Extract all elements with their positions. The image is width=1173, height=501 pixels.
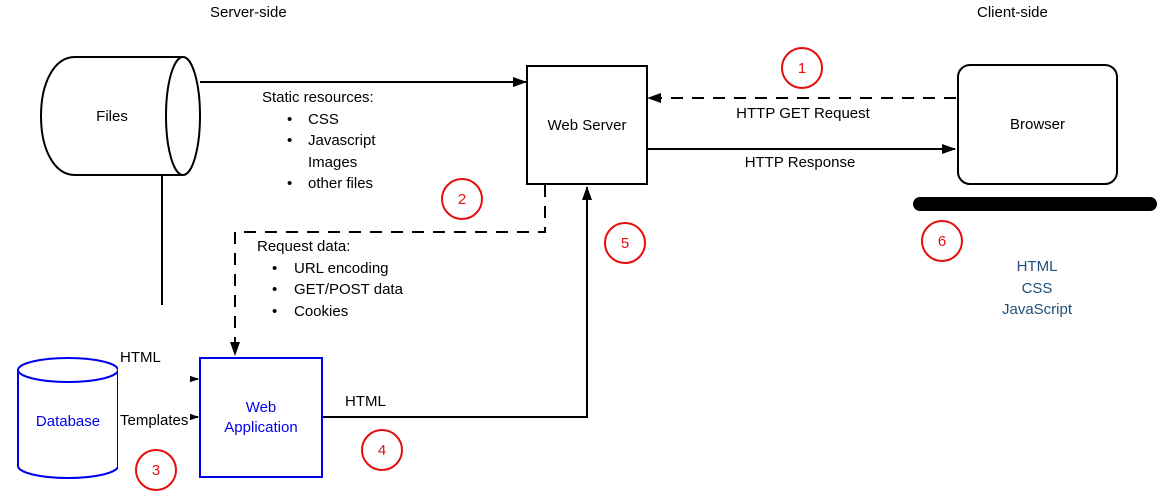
bullet-icon: •: [287, 132, 293, 149]
list-item: Images: [262, 152, 376, 174]
browser-box: [957, 64, 1118, 185]
request-data-note: Request data: • URL encoding • GET/POST da…: [257, 236, 403, 322]
list-item: • CSS: [262, 109, 376, 131]
list-item-text: other files: [308, 175, 374, 192]
edge-webserver-to-webapp-requestdata: [230, 185, 546, 356]
list-item: • other files: [262, 173, 376, 195]
static-resources-note: Static resources: • CSS • Javascript Image…: [262, 87, 376, 195]
web-application-label: Web Application: [200, 358, 322, 477]
web-server-box: [526, 65, 648, 185]
http-response-label: HTTP Response: [744, 154, 856, 171]
list-item: • Javascript: [262, 130, 376, 152]
list-item-text: URL encoding: [294, 259, 389, 277]
client-output-line2: CSS: [1021, 279, 1053, 297]
bullet-icon: •: [287, 175, 293, 192]
request-data-title: Request data:: [257, 238, 351, 255]
step-badge-1: 1: [781, 47, 823, 89]
bullet-icon: •: [272, 259, 278, 277]
web-application-label-text: Web Application: [224, 398, 298, 436]
web-server-label: Web Server: [547, 116, 627, 134]
list-item: • URL encoding: [257, 258, 403, 280]
list-item-text: Cookies: [294, 302, 349, 320]
step-badge-5: 5: [604, 222, 646, 264]
browser-label: Browser: [1009, 116, 1065, 133]
database-label: Database: [35, 412, 101, 430]
http-get-request-label: HTTP GET Request: [736, 105, 870, 122]
client-output-line3: JavaScript: [1001, 301, 1073, 318]
server-side-heading: Server-side: [210, 4, 287, 21]
client-side-heading: Client-side: [977, 4, 1048, 21]
client-output-note: HTML CSS JavaScript: [957, 256, 1117, 321]
bullet-icon: •: [272, 302, 278, 320]
files-cylinder: [39, 56, 183, 176]
bullet-icon: •: [287, 110, 293, 128]
list-item: • GET/POST data: [257, 279, 403, 301]
step-badge-6: 6: [921, 220, 963, 262]
step-badge-4: 4: [361, 429, 403, 471]
list-item-text: CSS: [308, 110, 339, 128]
list-item-text: Images: [308, 153, 358, 171]
client-output-line1: HTML: [1016, 258, 1058, 275]
web-application-box: [199, 357, 323, 478]
list-item-text: Javascript: [308, 132, 376, 149]
html-templates-line2: Templates: [120, 412, 189, 429]
files-cylinder-cap: [165, 56, 201, 176]
list-item-text: GET/POST data: [294, 281, 403, 298]
html-templates-line1: HTML: [120, 349, 161, 366]
list-item: • Cookies: [257, 301, 403, 323]
edge-webapp-to-webserver-html: [322, 186, 592, 418]
database-cylinder: [17, 370, 119, 479]
step-badge-2: 2: [441, 178, 483, 220]
html-templates-label: HTML Templates: [118, 305, 191, 473]
files-label: Files: [96, 107, 128, 125]
html-edge-label: HTML: [345, 393, 386, 410]
laptop-base-bar: [913, 197, 1157, 211]
static-resources-title: Static resources:: [262, 89, 374, 106]
bullet-icon: •: [272, 281, 278, 298]
step-badge-3: 3: [135, 449, 177, 491]
